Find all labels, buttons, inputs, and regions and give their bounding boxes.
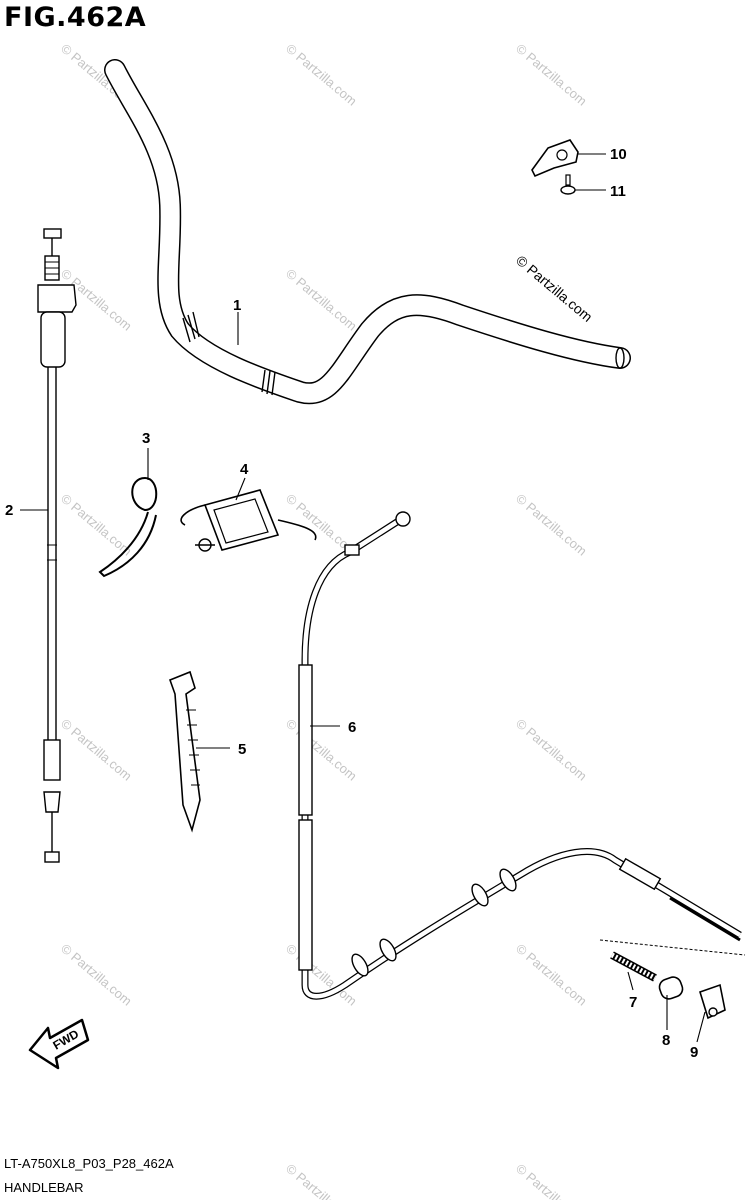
watermark-main: © Partzilla.com [513, 252, 596, 325]
brake-cable-part[interactable] [298, 511, 742, 1000]
callout-1: 1 [233, 297, 241, 314]
callout-11: 11 [610, 183, 626, 200]
callout-6: 6 [348, 719, 356, 736]
watermark: © Partzilla.com [58, 941, 135, 1009]
watermark-grid: © Partzilla.com © Partzilla.com © Partzi… [58, 41, 590, 1200]
callout-8: 8 [662, 1032, 670, 1049]
callout-10: 10 [610, 146, 627, 163]
callout-9: 9 [690, 1044, 698, 1061]
callout-7: 7 [629, 994, 637, 1011]
watermark: © Partzilla.com [283, 1161, 360, 1200]
watermark: © Partzilla.com [513, 941, 590, 1009]
section-name: HANDLEBAR [4, 1180, 84, 1195]
watermark: © Partzilla.com [58, 716, 135, 784]
watermark: © Partzilla.com [513, 1161, 590, 1200]
figure-title: FIG.462A [4, 2, 147, 33]
watermark: © Partzilla.com [513, 491, 590, 559]
holder-part[interactable] [531, 139, 579, 178]
leader-lines [20, 153, 706, 1043]
joint-part[interactable] [657, 975, 685, 1001]
screw-part[interactable] [560, 174, 576, 195]
throttle-cable-part[interactable] [37, 228, 77, 863]
callout-2: 2 [5, 502, 13, 519]
guide-bracket-part[interactable] [180, 489, 317, 552]
cable-tie-part[interactable] [168, 670, 201, 833]
watermark: © Partzilla.com [283, 41, 360, 109]
watermark: © Partzilla.com [513, 716, 590, 784]
watermark: © Partzilla.com [58, 491, 135, 559]
watermark: © Partzilla.com [513, 41, 590, 109]
diagram-code: LT-A750XL8_P03_P28_462A [4, 1156, 174, 1171]
fwd-arrow-icon: FWD [28, 1018, 90, 1070]
handlebar-part[interactable] [104, 59, 631, 405]
spring-part[interactable] [599, 939, 746, 982]
callout-4: 4 [240, 461, 249, 478]
watermark: © Partzilla.com [283, 266, 360, 334]
callout-5: 5 [238, 741, 246, 758]
pin-part[interactable] [699, 983, 726, 1020]
callout-3: 3 [142, 430, 150, 447]
clip-part[interactable] [98, 476, 158, 578]
